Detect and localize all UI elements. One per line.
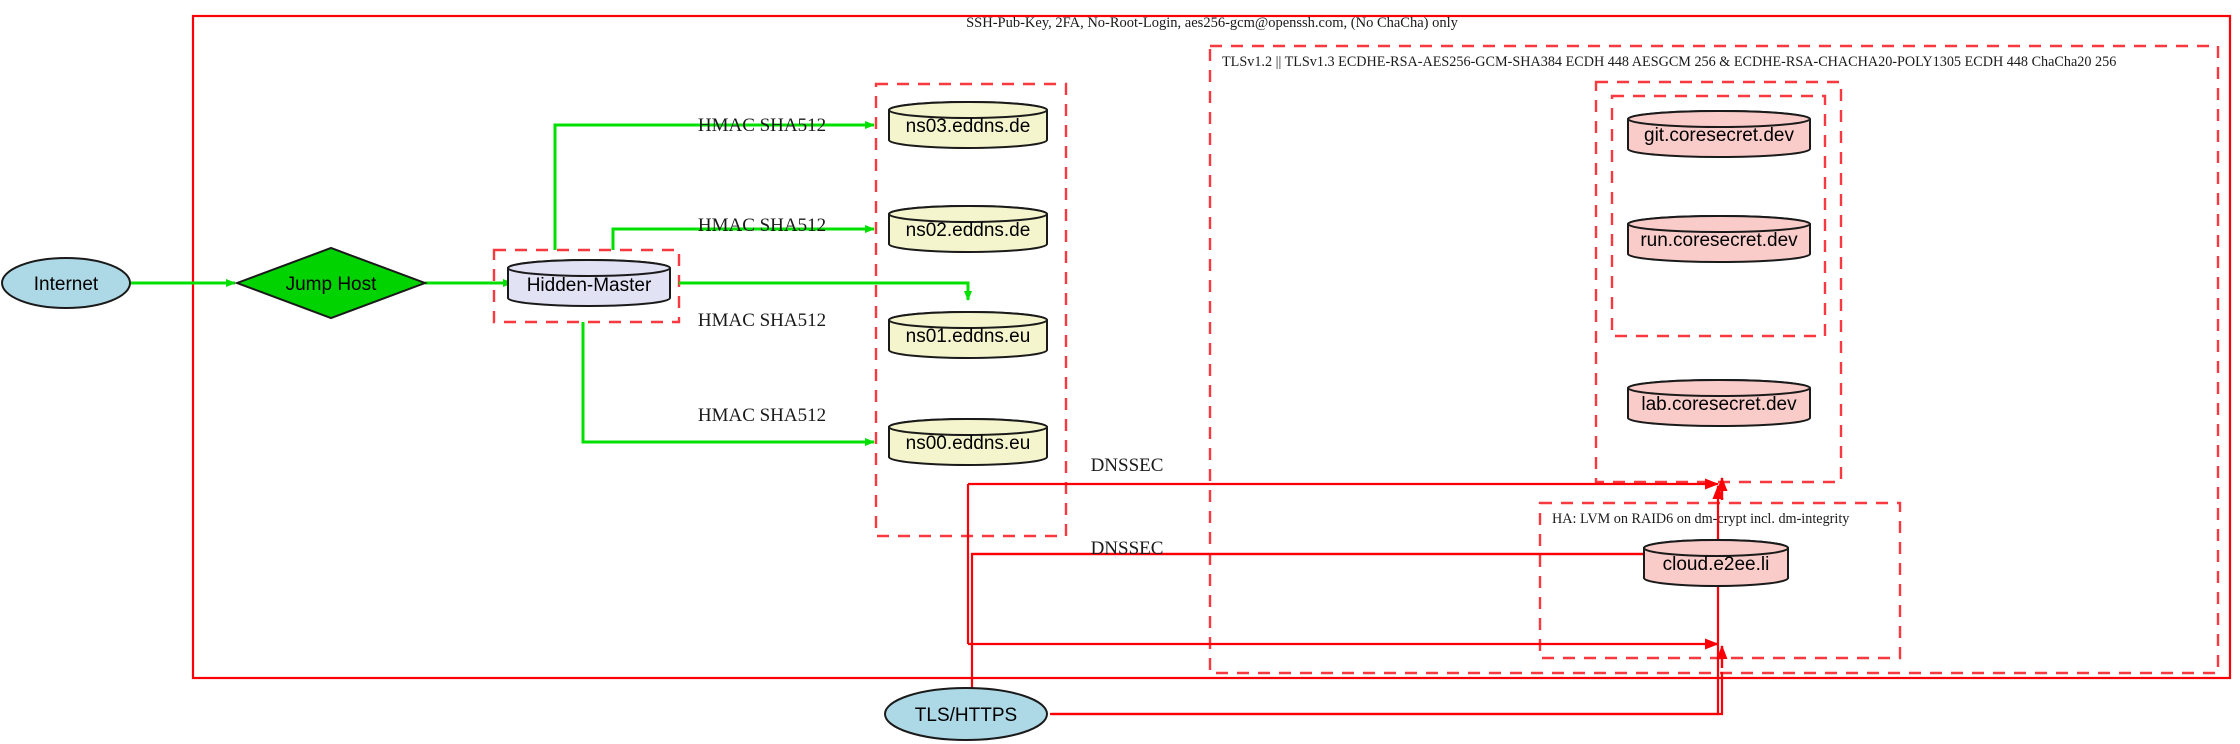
node-git-coresecret[interactable]: git.coresecret.dev [1627,110,1811,158]
node-run-coresecret-label: run.coresecret.dev [1640,230,1798,251]
node-tls-https-label: TLS/HTTPS [915,705,1017,726]
node-ns00[interactable]: ns00.eddns.eu [888,418,1048,466]
cluster-hidden-master-frame [492,248,681,324]
edge-tls-right-rail [1052,672,1724,716]
node-internet[interactable]: Internet [1,257,131,309]
edge-tls-https-up [970,552,1718,690]
cluster-coresecret-sub-frame [1610,94,1827,338]
edge-hiddenmaster-to-ns00 [581,322,875,446]
edge-hiddenmaster-to-ns02 [611,225,875,250]
edge-hiddenmaster-to-ns03 [553,121,875,250]
edge-label-hmac-ns02: HMAC SHA512 [698,215,826,236]
node-lab-coresecret-label: lab.coresecret.dev [1641,394,1797,415]
node-jump-host[interactable]: Jump Host [234,246,428,320]
edge-label-hmac-ns00: HMAC SHA512 [698,405,826,426]
node-jump-host-label: Jump Host [286,274,378,295]
node-hidden-master[interactable]: Hidden-Master [507,259,671,307]
cluster-tls-label: TLSv1.2 || TLSv1.3 ECDHE-RSA-AES256-GCM-… [1222,54,2116,70]
node-run-coresecret[interactable]: run.coresecret.dev [1627,215,1811,263]
node-ns01-label: ns01.eddns.eu [906,326,1031,347]
cluster-outer-frame [191,14,2232,680]
edge-hiddenmaster-to-ns01 [679,281,972,301]
node-ns03-label: ns03.eddns.de [906,116,1031,137]
node-tls-https[interactable]: TLS/HTTPS [884,687,1048,741]
node-ns02[interactable]: ns02.eddns.de [888,205,1048,253]
node-internet-label: Internet [34,274,99,295]
node-ns00-label: ns00.eddns.eu [906,433,1031,454]
edge-label-dnssec-upper: DNSSEC [1091,455,1164,476]
cluster-ha-label: HA: LVM on RAID6 on dm-crypt incl. dm-in… [1552,511,1850,527]
node-ns01[interactable]: ns01.eddns.eu [888,311,1048,359]
node-ns02-label: ns02.eddns.de [906,220,1031,241]
node-hidden-master-label: Hidden-Master [527,275,652,296]
node-lab-coresecret[interactable]: lab.coresecret.dev [1627,379,1811,427]
edge-label-hmac-ns01: HMAC SHA512 [698,310,826,331]
node-cloud-e2ee-label: cloud.e2ee.li [1663,554,1770,575]
cluster-tls-frame [1208,44,2220,675]
cluster-outer-label: SSH-Pub-Key, 2FA, No-Root-Login, aes256-… [966,15,1459,31]
cluster-nameservers-frame [874,82,1068,538]
edge-label-hmac-ns03: HMAC SHA512 [698,115,826,136]
node-cloud-e2ee[interactable]: cloud.e2ee.li [1643,539,1789,587]
edge-label-dnssec-lower: DNSSEC [1091,538,1164,559]
node-ns03[interactable]: ns03.eddns.de [888,101,1048,149]
node-git-coresecret-label: git.coresecret.dev [1644,125,1794,146]
